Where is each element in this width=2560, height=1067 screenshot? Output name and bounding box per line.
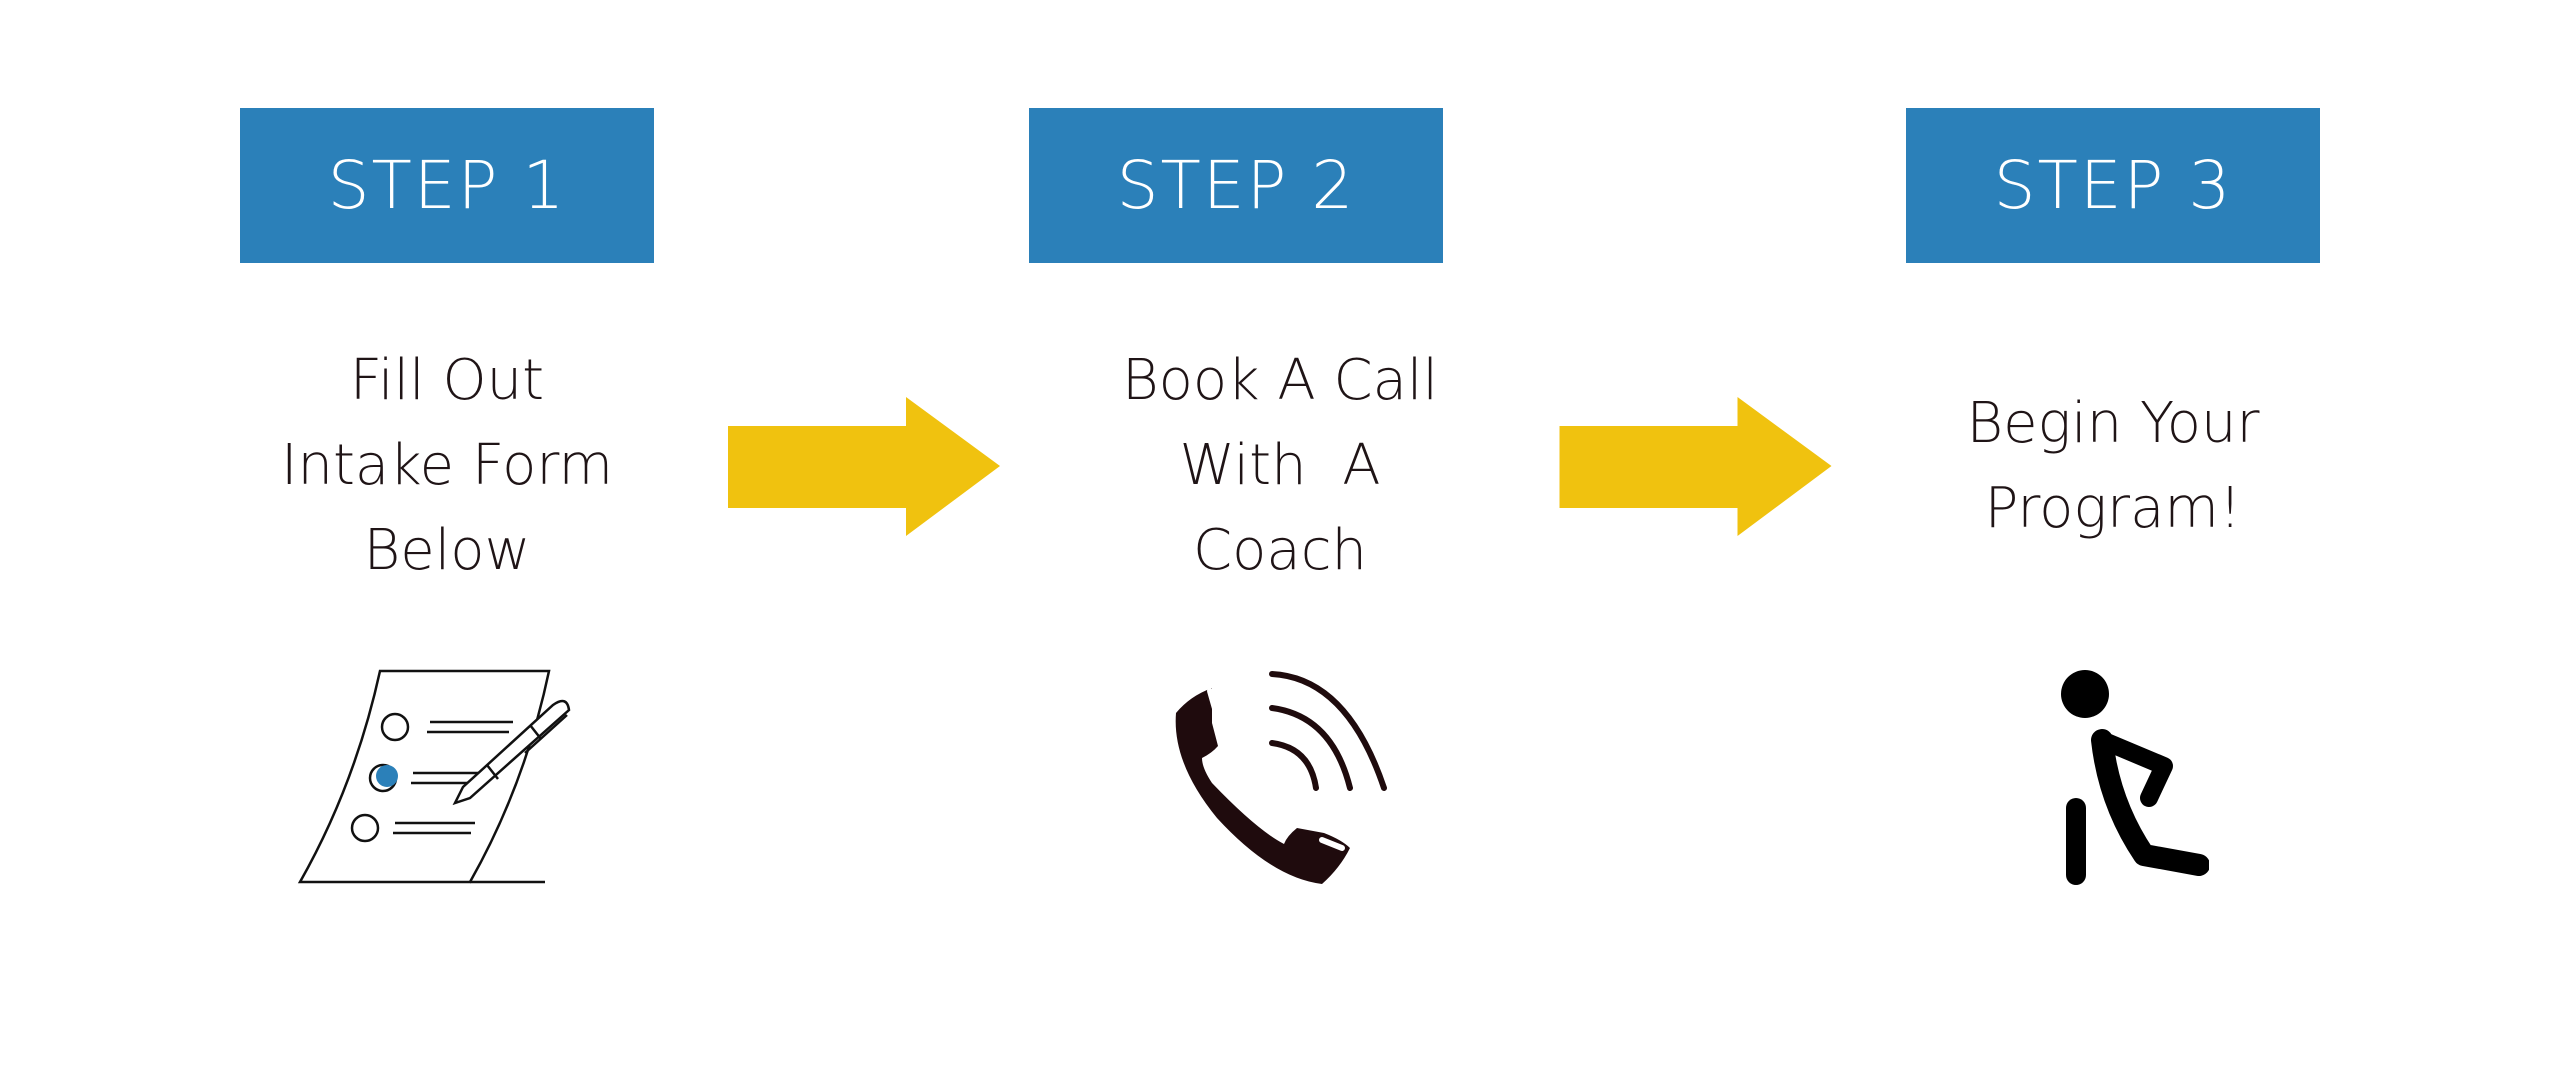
step-1-box: STEP 1: [240, 108, 654, 263]
description-line: Fill Out: [349, 348, 545, 413]
description-line: Book A Call: [1121, 348, 1439, 413]
description-line: Begin Your: [1966, 391, 2260, 456]
step-2-label: STEP 2: [1116, 147, 1356, 224]
arrow-right-icon: [1559, 397, 1832, 536]
description-line: Program!: [1984, 476, 2242, 541]
step-2-box: STEP 2: [1029, 108, 1443, 263]
description-line: With A: [1179, 433, 1381, 498]
step-1-description: Fill Out Intake Form Below: [197, 338, 697, 593]
description-line: Coach: [1193, 518, 1367, 583]
form-with-pen-icon: [297, 669, 571, 884]
description-line: Below: [363, 518, 531, 583]
step-3-description: Begin Your Program!: [1863, 381, 2363, 551]
arrow-right-icon: [728, 397, 1000, 536]
description-line: Intake Form: [280, 433, 614, 498]
step-2-description: Book A Call With A Coach: [1030, 338, 1530, 593]
step-3-label: STEP 3: [1993, 147, 2233, 224]
step-1-label: STEP 1: [327, 147, 567, 224]
step-3-box: STEP 3: [1906, 108, 2320, 263]
phone-call-icon: [1175, 671, 1387, 884]
kneeling-person-icon: [2061, 670, 2209, 885]
